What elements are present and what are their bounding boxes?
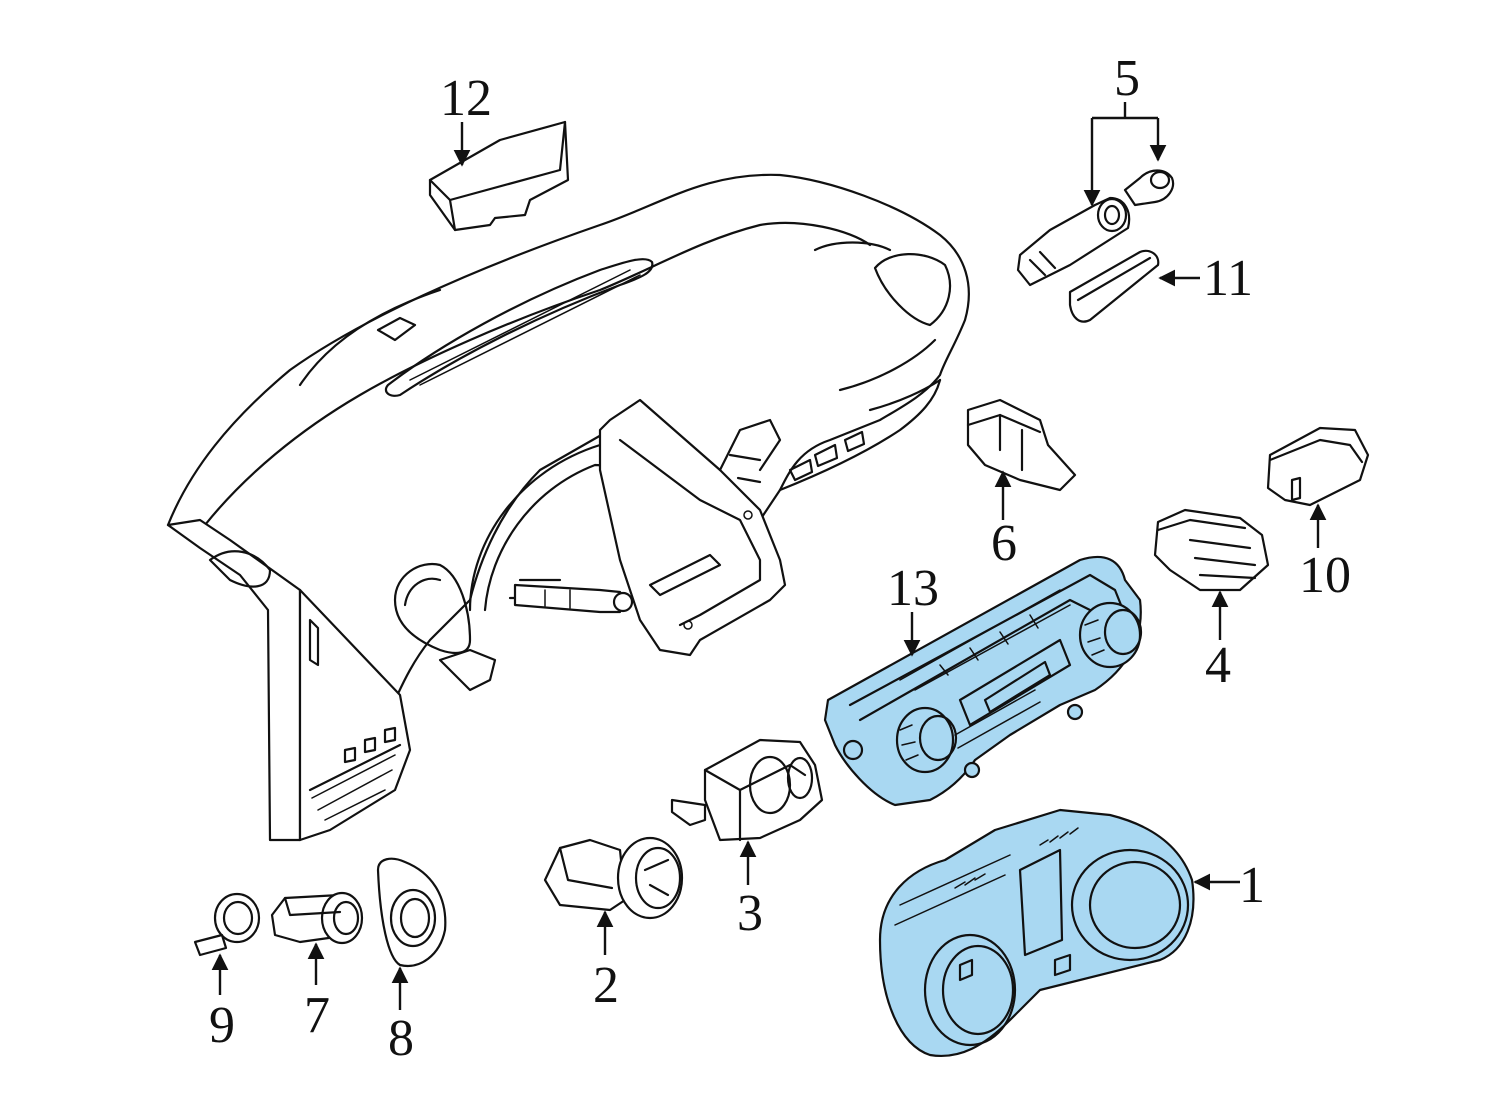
part-5-bulb [1123, 169, 1175, 207]
callout-12: 12 [440, 70, 492, 127]
part-5-switch [1016, 196, 1131, 287]
callout-10: 10 [1299, 547, 1351, 604]
callout-9: 9 [209, 997, 235, 1054]
callout-4: 4 [1205, 637, 1231, 694]
part-7-switch [270, 891, 364, 945]
part-2-switch [543, 836, 684, 920]
part-1-instrument-cluster [878, 808, 1195, 1058]
dashboard-assembly [166, 173, 970, 842]
part-10-switch [1266, 426, 1370, 507]
part-8-bezel [376, 857, 447, 968]
callout-3: 3 [737, 885, 763, 942]
callout-labels: 12 5 11 6 10 13 4 1 3 2 9 7 8 [209, 50, 1351, 1067]
callout-8: 8 [388, 1010, 414, 1067]
leader-arrows [211, 102, 1327, 1010]
callout-2: 2 [593, 957, 619, 1014]
callout-7: 7 [304, 987, 330, 1044]
callout-13: 13 [887, 560, 939, 617]
callout-6: 6 [991, 515, 1017, 572]
part-9-ring [193, 892, 261, 957]
callout-1: 1 [1239, 857, 1265, 914]
part-11-cap [1068, 249, 1160, 323]
part-6-switch [966, 398, 1077, 492]
callout-5: 5 [1114, 50, 1140, 107]
callout-11: 11 [1203, 250, 1253, 307]
part-13-climate-control [823, 555, 1143, 807]
part-4-switch [1153, 508, 1270, 592]
part-3-housing [670, 738, 824, 842]
part-12-cover [428, 120, 570, 232]
